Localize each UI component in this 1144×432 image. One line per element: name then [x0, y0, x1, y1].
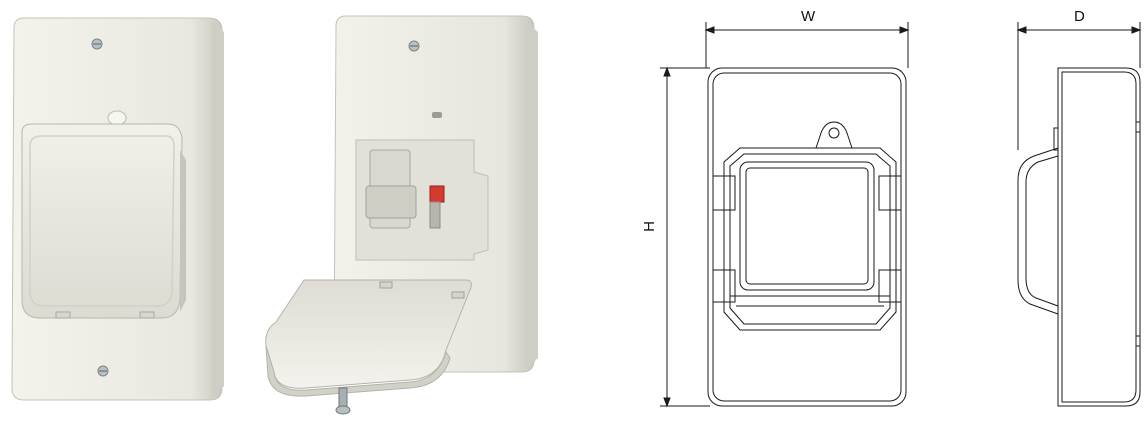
front-view-drawing: W H	[640, 0, 940, 432]
enclosure-open-photo	[260, 0, 560, 432]
depth-label: D	[1074, 8, 1085, 25]
enclosure-closed-photo	[0, 0, 230, 432]
side-view-drawing: D	[1000, 0, 1144, 432]
width-label: W	[801, 8, 816, 25]
height-label: H	[640, 221, 658, 232]
